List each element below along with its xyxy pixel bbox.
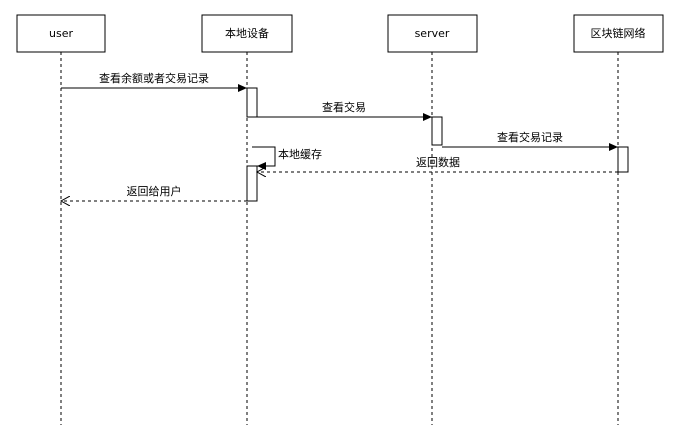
participant-local: 本地设备 — [201, 14, 293, 53]
activation-server — [431, 116, 443, 146]
message-query-tx-record-label: 查看交易记录 — [497, 130, 563, 144]
participant-server-label: server — [415, 27, 450, 40]
activation-local-1 — [246, 87, 258, 118]
message-query-tx-record: 查看交易记录 — [442, 130, 618, 151]
message-return-data: 返回数据 — [257, 155, 618, 172]
activation-chain — [617, 146, 629, 173]
participant-local-label: 本地设备 — [225, 26, 269, 40]
message-local-cache-label: 本地缓存 — [278, 147, 322, 161]
participant-user-label: user — [49, 27, 73, 40]
message-return-user: 返回给用户 — [61, 184, 247, 201]
message-query-balance: 查看余额或者交易记录 — [61, 71, 247, 92]
message-return-user-label: 返回给用户 — [127, 184, 182, 198]
participant-chain-label: 区块链网络 — [591, 26, 646, 40]
participant-server: server — [387, 14, 478, 53]
participant-chain: 区块链网络 — [573, 14, 664, 53]
message-local-cache: 本地缓存 — [252, 146, 322, 170]
message-return-data-label: 返回数据 — [416, 155, 460, 169]
participant-user: user — [16, 14, 106, 53]
message-query-tx: 查看交易 — [257, 100, 432, 121]
message-query-balance-label: 查看余额或者交易记录 — [99, 71, 209, 85]
message-query-tx-label: 查看交易 — [322, 100, 366, 114]
activation-local-2 — [246, 165, 258, 202]
